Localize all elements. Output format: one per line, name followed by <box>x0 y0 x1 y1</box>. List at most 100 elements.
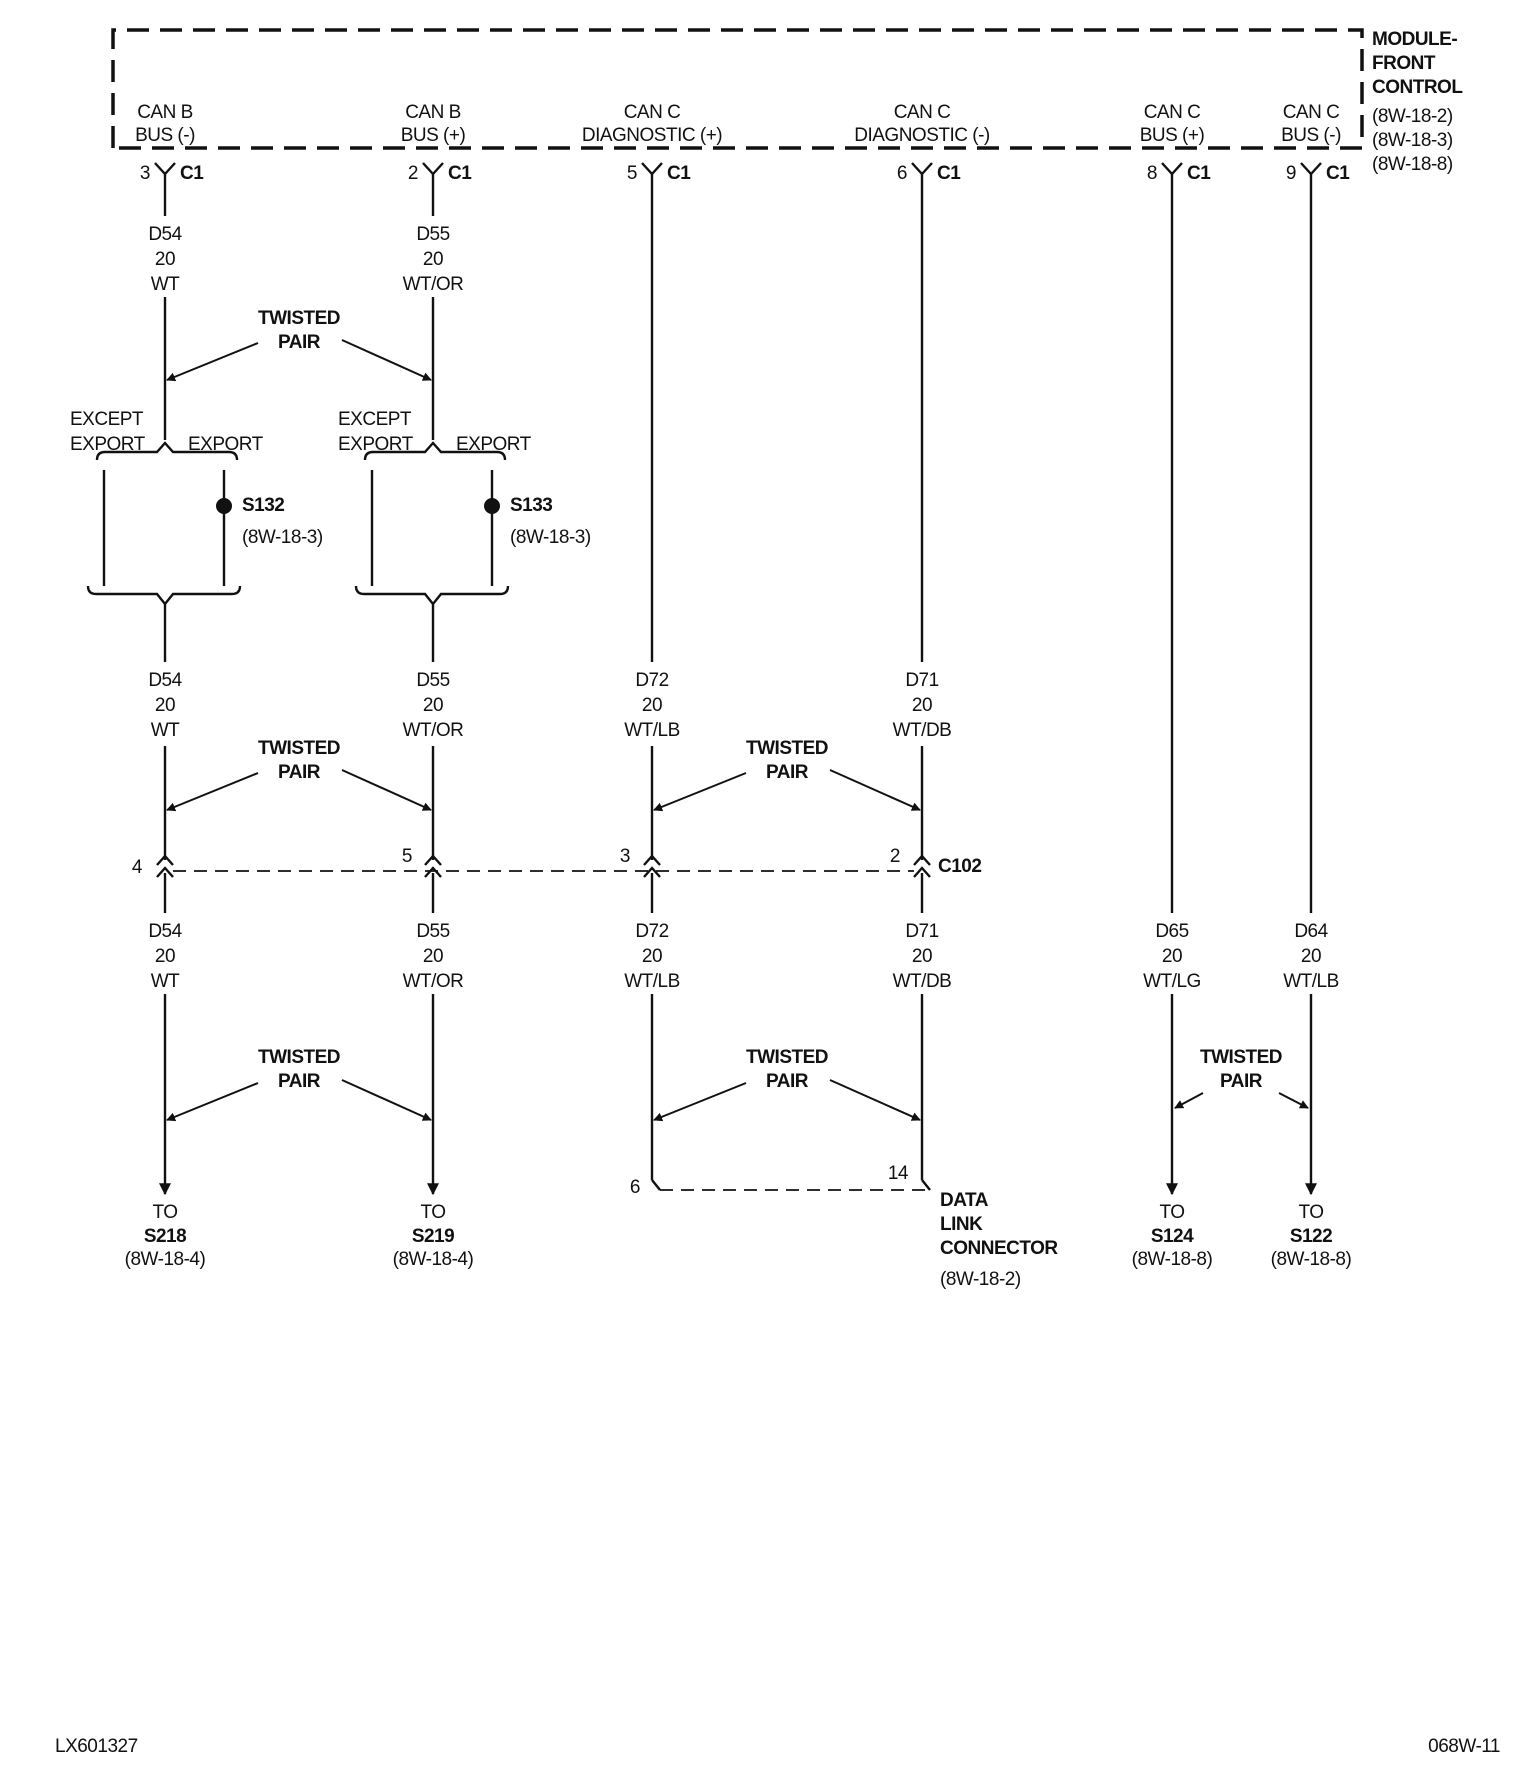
splice-dot <box>216 498 232 514</box>
wire-code: D54 <box>148 224 182 245</box>
pin-label: DIAGNOSTIC (+) <box>582 125 722 146</box>
c102-pin: 3 <box>620 846 630 867</box>
wire-code: D71 <box>905 670 938 691</box>
pin-label: CAN C <box>894 102 951 123</box>
wire-gauge: 20 <box>155 695 175 716</box>
dlc-name: CONNECTOR <box>940 1238 1058 1259</box>
dlc-name: LINK <box>940 1214 983 1235</box>
wire-code: D54 <box>148 670 182 691</box>
destination-ref: (8W-18-4) <box>125 1249 206 1270</box>
destination-name: S122 <box>1290 1226 1332 1247</box>
destination-to: TO <box>420 1202 445 1223</box>
splice-ref: (8W-18-3) <box>242 527 323 548</box>
twisted-pair-label: PAIR <box>766 762 809 783</box>
connector-name: C1 <box>937 163 961 184</box>
option-labels: EXCEPT EXPORT EXPORT EXCEPT EXPORT EXPOR… <box>70 409 532 455</box>
splices: S132 (8W-18-3) S133 (8W-18-3) <box>216 495 591 548</box>
pin-labels: CAN B BUS (-) CAN B BUS (+) CAN C DIAGNO… <box>135 102 1342 146</box>
pin-number: 6 <box>897 163 907 184</box>
pin-number: 5 <box>627 163 637 184</box>
wire-code: D55 <box>416 670 449 691</box>
wire-color: WT/OR <box>403 971 464 992</box>
connector-c1: 3 C1 2 C1 5 C1 6 C1 8 C1 9 C1 <box>140 162 1351 184</box>
pin-label: BUS (+) <box>401 125 466 146</box>
twisted-pair-label: PAIR <box>278 762 321 783</box>
splice-dot <box>484 498 500 514</box>
twisted-pair-labels: TWISTED PAIR TWISTED PAIR TWISTED PAIR T… <box>258 308 1283 1092</box>
wire-color: WT/DB <box>893 720 952 741</box>
wire-gauge: 20 <box>155 249 175 270</box>
module-label: MODULE- FRONT CONTROL (8W-18-2) (8W-18-3… <box>1372 29 1464 175</box>
page-id: 068W-11 <box>1428 1736 1500 1757</box>
option-braces <box>86 441 510 614</box>
wire-color: WT/LB <box>624 720 680 741</box>
wire-color: WT/OR <box>403 274 464 295</box>
module-ref: (8W-18-2) <box>1372 106 1453 127</box>
connector-name: C1 <box>448 163 472 184</box>
splice-ref: (8W-18-3) <box>510 527 591 548</box>
connector-name: C1 <box>180 163 204 184</box>
wire-color: WT/LG <box>1143 971 1201 992</box>
twisted-pair-label: TWISTED <box>746 738 828 759</box>
destination-name: S219 <box>412 1226 454 1247</box>
wire-gauge: 20 <box>423 249 443 270</box>
twisted-pair-label: TWISTED <box>258 1047 340 1068</box>
wire-code: D65 <box>1155 921 1188 942</box>
pin-number: 3 <box>140 163 150 184</box>
module-name-line: MODULE- <box>1372 29 1457 50</box>
figure-id: LX601327 <box>55 1736 138 1757</box>
pin-label: BUS (-) <box>135 125 195 146</box>
wire-color: WT/OR <box>403 720 464 741</box>
c102-pin: 4 <box>132 857 143 878</box>
wire-color: WT <box>151 274 180 295</box>
wire-gauge: 20 <box>642 946 662 967</box>
connector-name: C1 <box>1326 163 1350 184</box>
destination-to: TO <box>1298 1202 1323 1223</box>
dlc-pin: 6 <box>630 1177 640 1198</box>
pin-label: CAN C <box>1283 102 1340 123</box>
wire-code: D55 <box>416 224 449 245</box>
module-ref: (8W-18-3) <box>1372 130 1453 151</box>
wire-gauge: 20 <box>423 946 443 967</box>
destination-ref: (8W-18-4) <box>393 1249 474 1270</box>
except-export-label: EXCEPT <box>338 409 412 430</box>
connector-name: C1 <box>667 163 691 184</box>
pin-label: BUS (+) <box>1140 125 1205 146</box>
wire-gauge: 20 <box>1162 946 1182 967</box>
destination-ref: (8W-18-8) <box>1271 1249 1352 1270</box>
destination-name: S124 <box>1151 1226 1194 1247</box>
wire-gauge: 20 <box>155 946 175 967</box>
twisted-pair-label: TWISTED <box>258 308 340 329</box>
wire-code: D71 <box>905 921 938 942</box>
c102-name: C102 <box>938 856 981 877</box>
except-export-label: EXCEPT <box>70 409 144 430</box>
twisted-pair-arrows <box>166 339 1309 1122</box>
export-label: EXPORT <box>456 434 532 455</box>
pin-number: 8 <box>1147 163 1157 184</box>
export-label: EXPORT <box>188 434 264 455</box>
wire-color: WT/DB <box>893 971 952 992</box>
dlc-name: DATA <box>940 1190 989 1211</box>
module-name-line: CONTROL <box>1372 77 1463 98</box>
footer: LX601327 068W-11 <box>55 1736 1501 1757</box>
inline-connector-c102: 4 5 3 2 C102 <box>132 846 982 878</box>
destination-to: TO <box>1159 1202 1184 1223</box>
pin-label: CAN C <box>624 102 681 123</box>
data-link-connector: 6 14 DATA LINK CONNECTOR (8W-18-2) <box>630 1163 1059 1290</box>
destination-ref: (8W-18-8) <box>1132 1249 1213 1270</box>
wire-gauge: 20 <box>912 695 932 716</box>
wire-code: D72 <box>635 670 668 691</box>
wire-color: WT/LB <box>1283 971 1339 992</box>
pin-label: CAN B <box>405 102 461 123</box>
pin-number: 9 <box>1286 163 1296 184</box>
wire-gauge: 20 <box>1301 946 1321 967</box>
splice-name: S132 <box>242 495 284 516</box>
destination-to: TO <box>152 1202 177 1223</box>
twisted-pair-label: TWISTED <box>1200 1047 1282 1068</box>
twisted-pair-label: PAIR <box>766 1071 809 1092</box>
twisted-pair-label: PAIR <box>278 1071 321 1092</box>
twisted-pair-label: TWISTED <box>746 1047 828 1068</box>
wire-code: D54 <box>148 921 182 942</box>
except-export-label: EXPORT <box>70 434 146 455</box>
